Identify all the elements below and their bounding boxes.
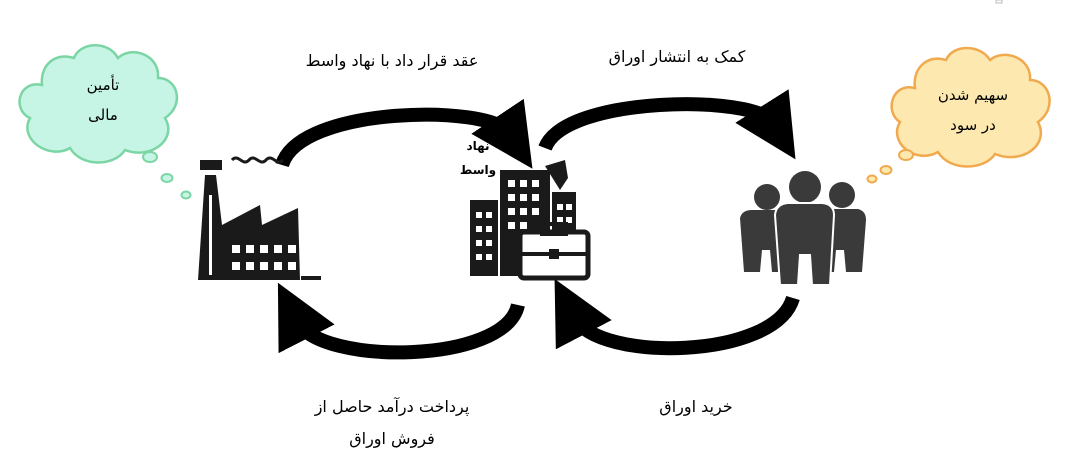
label-top-left: عقد قرار داد با نهاد واسط (305, 51, 479, 70)
right-cloud (866, 46, 1051, 184)
arrow-top-right (538, 89, 796, 160)
arrow-bottom-left (277, 282, 525, 360)
right-cloud-line1: سهیم شدن (937, 86, 1009, 104)
label-bottom-left-line2: فروش اوراق (349, 429, 435, 448)
corner-mark (995, 0, 1003, 4)
factory-icon (198, 156, 321, 280)
middle-label-line2: واسط (459, 163, 497, 177)
people-group-icon (740, 171, 866, 286)
left-cloud (18, 44, 192, 200)
label-bottom-right: خرید اوراق (659, 397, 733, 416)
label-top-right: کمک به انتشار اوراق (608, 47, 746, 66)
office-building-briefcase-icon (470, 160, 591, 281)
left-cloud-line2: مالی (88, 106, 118, 124)
right-cloud-line2: در سود (950, 116, 996, 134)
arrow-bottom-right (554, 278, 800, 356)
arrow-top-left (275, 98, 533, 169)
label-bottom-left-line1: پرداخت درآمد حاصل از (314, 397, 470, 416)
middle-label-line1: نهاد (466, 139, 490, 153)
left-cloud-line1: تأمین (86, 76, 120, 94)
